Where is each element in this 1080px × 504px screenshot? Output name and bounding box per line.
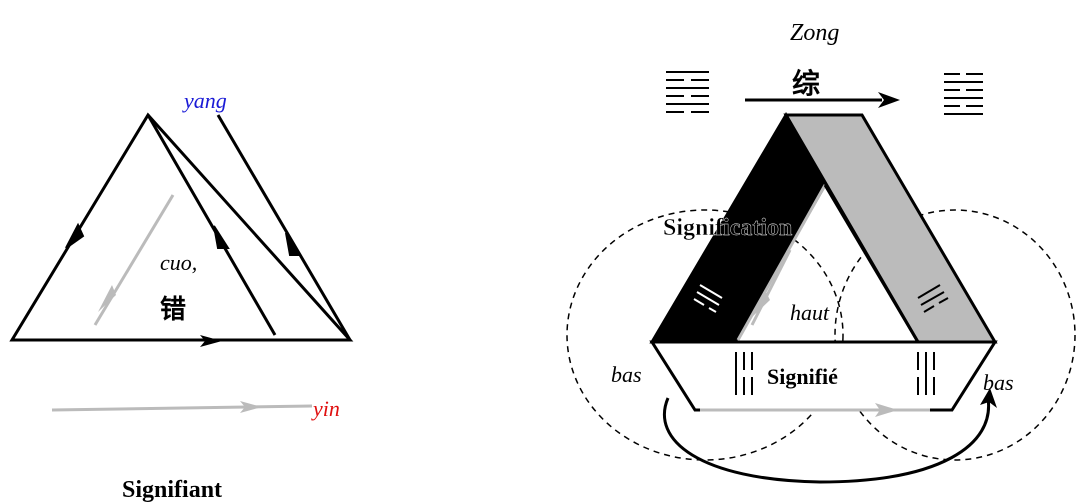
trigram-bottom-left-icon [735,352,753,395]
signifie-label: Signifié [767,364,838,389]
yin-arrowhead [240,401,262,413]
hexagram-top-left-icon [666,71,709,113]
cuo-label: cuo, [160,250,197,275]
zong-label: Zong [790,20,839,46]
curved-bottom-arrow [662,397,991,484]
trigram-bottom-right-icon [917,352,935,395]
gray-cuo-arrow [93,194,175,326]
right-diagram: Zong 综 [566,20,1076,484]
yang-line [216,114,352,341]
arrow-inner-diagonal [213,225,230,249]
trigram-black-band-icon [693,284,723,313]
gray-inner-arrow [750,249,792,326]
yang-label: yang [182,88,227,113]
haut-label: haut [790,300,830,325]
inner-right-edge [823,184,920,343]
zong-arrowhead [878,92,900,108]
yin-label: yin [311,396,340,421]
bas-right-label: bas [983,370,1014,395]
inner-gray-edge [736,184,827,341]
curved-arrowhead [980,388,997,408]
dashed-circle-right [834,209,1076,461]
trigram-gray-band-icon [917,284,949,313]
dashed-circle-left [566,209,844,461]
left-diagram: yang cuo, 错 yin Signifiant [9,88,354,503]
arrow-yang-line [285,232,302,256]
arrow-bottom-edge [200,335,222,347]
bas-left-label: bas [611,362,642,387]
zong-char: 综 [792,67,820,100]
gray-cuo-arrowhead [98,285,116,312]
signification-label: Signification [663,215,792,241]
hexagram-top-right-icon [944,73,983,115]
arrow-left-edge [65,222,85,249]
gray-bottom-arrowhead [875,403,898,417]
gray-inner-arrowhead [751,290,770,318]
cuo-char: 错 [160,295,186,325]
signifiant-caption: Signifiant [122,477,222,503]
inner-diagonal-line [146,114,277,336]
yin-arrow [51,404,313,412]
